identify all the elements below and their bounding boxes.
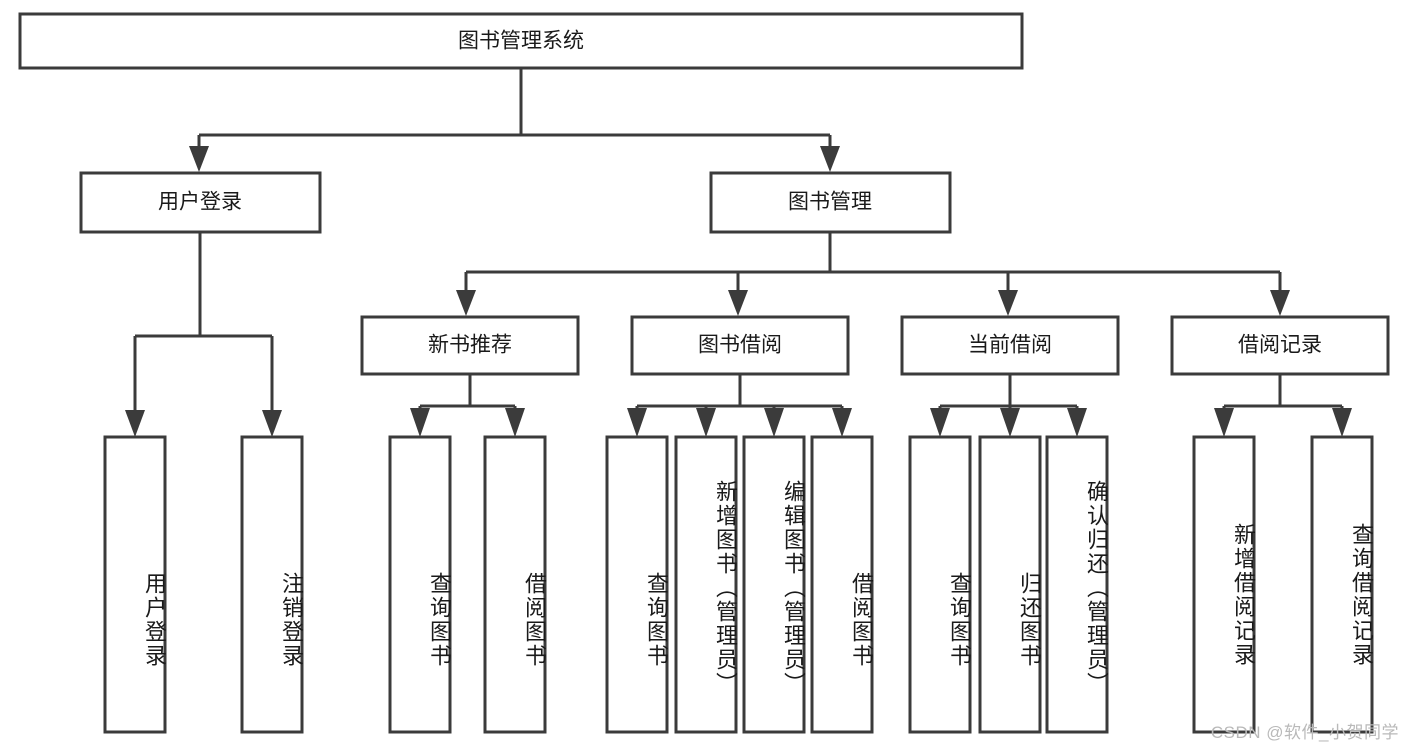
node-leaf-borrow-book-1-box[interactable] — [483, 435, 547, 734]
arrow-userlogin-leaf-1 — [125, 410, 145, 437]
node-leaf-query-book-2-box[interactable] — [605, 435, 669, 734]
arrow-bookmgmt-to-borrowrecord — [1270, 290, 1290, 316]
node-leaf-query-book-3-box[interactable] — [908, 435, 972, 734]
node-book-borrow-label: 图书借阅 — [698, 334, 782, 357]
arrow-bookborrow-leaf-1 — [627, 408, 647, 437]
node-book-management-box[interactable] — [709, 171, 952, 234]
node-leaf-return-book-box[interactable] — [978, 435, 1042, 734]
node-leaf-query-record-box[interactable] — [1310, 435, 1374, 734]
node-new-book-recommend-label: 新书推荐 — [428, 334, 512, 357]
arrow-userlogin-leaf-2 — [262, 410, 282, 437]
node-leaf-edit-book-box[interactable] — [742, 435, 806, 734]
arrow-borrowrecord-leaf-2 — [1332, 408, 1352, 437]
arrow-borrowrecord-leaf-1 — [1214, 408, 1234, 437]
node-book-borrow-box[interactable] — [630, 315, 850, 376]
node-book-management-label: 图书管理 — [788, 191, 872, 214]
node-leaf-confirm-return-box[interactable] — [1045, 435, 1109, 734]
node-leaf-user-login-box[interactable] — [103, 435, 167, 734]
arrow-bookborrow-leaf-4 — [832, 408, 852, 437]
arrow-currentborrow-leaf-3 — [1067, 408, 1087, 437]
node-root-label: 图书管理系统 — [458, 30, 584, 53]
node-leaf-borrow-book-2-box[interactable] — [810, 435, 874, 734]
arrow-bookborrow-leaf-2 — [696, 408, 716, 437]
arrow-bookmgmt-to-bookborrow — [728, 290, 748, 316]
arrow-root-to-bookmgmt — [820, 146, 840, 172]
arrow-root-to-userlogin — [189, 146, 209, 172]
arrow-bookborrow-leaf-3 — [764, 408, 784, 437]
node-root-box[interactable] — [18, 12, 1024, 70]
arrow-currentborrow-leaf-2 — [1000, 408, 1020, 437]
arrow-newbook-leaf-1 — [410, 408, 430, 437]
csdn-watermark: CSDN @软件_小贺同学 — [1210, 723, 1399, 742]
node-user-login-label: 用户登录 — [158, 191, 242, 214]
arrow-newbook-leaf-2 — [505, 408, 525, 437]
node-leaf-add-record-box[interactable] — [1192, 435, 1256, 734]
node-leaf-add-book-box[interactable] — [674, 435, 738, 734]
node-new-book-recommend-box[interactable] — [360, 315, 580, 376]
node-current-borrow-label: 当前借阅 — [968, 334, 1052, 357]
arrow-currentborrow-leaf-1 — [930, 408, 950, 437]
node-leaf-query-book-1-box[interactable] — [388, 435, 452, 734]
arrow-bookmgmt-to-currentborrow — [998, 290, 1018, 316]
arrow-bookmgmt-to-newbook — [456, 290, 476, 316]
node-borrow-record-box[interactable] — [1170, 315, 1390, 376]
node-leaf-logout-box[interactable] — [240, 435, 304, 734]
node-borrow-record-label: 借阅记录 — [1238, 334, 1322, 357]
node-current-borrow-box[interactable] — [900, 315, 1120, 376]
